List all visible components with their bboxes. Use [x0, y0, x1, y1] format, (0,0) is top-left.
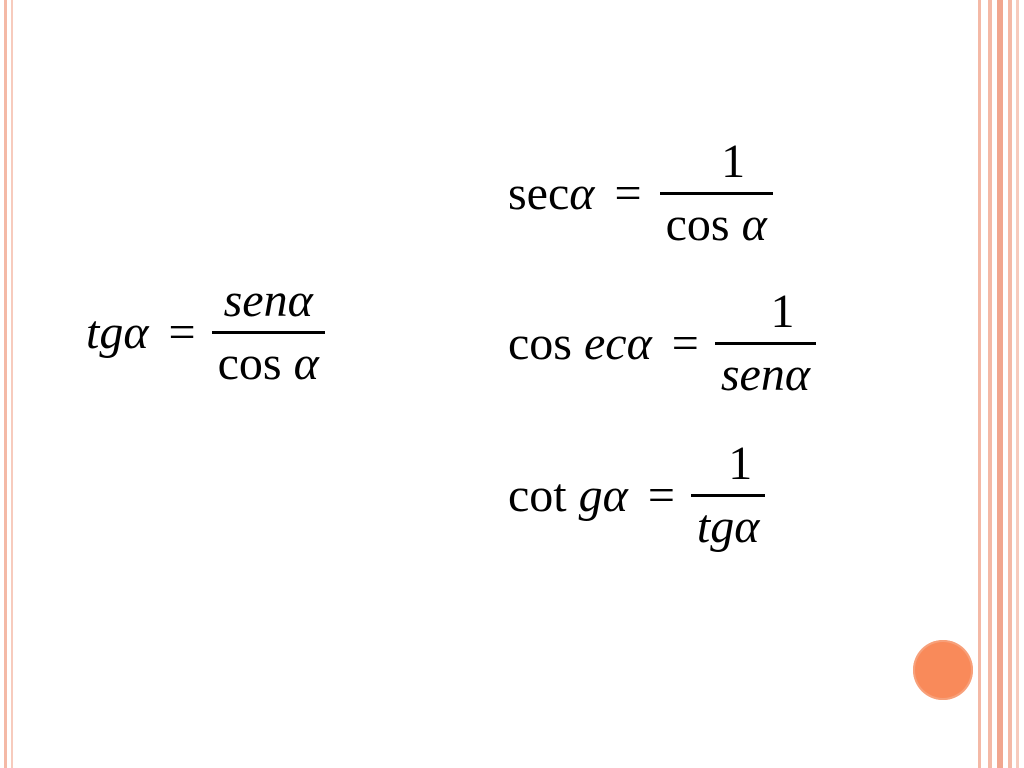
secant-denominator: cos α: [660, 195, 773, 249]
secant-formula: secα = 1 cos α: [508, 138, 773, 249]
left-border-line-inner: [11, 0, 13, 768]
cotangent-lhs: cot gα: [508, 468, 628, 522]
cotangent-fraction-bar: [690, 494, 766, 497]
tangent-fraction: senα cos α: [211, 277, 325, 388]
cotangent-numerator: 1: [728, 437, 753, 490]
cosecant-lhs-fn-a: cos: [508, 316, 572, 370]
secant-den-var: α: [741, 198, 767, 251]
cotangent-den-var: α: [734, 500, 760, 553]
cotangent-equals: =: [647, 468, 675, 522]
secant-den-fn: cos: [665, 198, 730, 251]
cotangent-denominator: tgα: [691, 497, 766, 551]
cosecant-formula: cos ecα = 1 senα: [508, 285, 817, 399]
tangent-numerator: senα: [218, 277, 319, 331]
secant-fraction-bar: [659, 192, 773, 195]
cotangent-formula: cot gα = 1 tgα: [508, 437, 766, 551]
secant-numerator: 1: [721, 135, 746, 188]
tangent-equals: =: [168, 305, 196, 359]
tangent-fraction-bar: [211, 331, 325, 334]
secant-lhs: secα: [508, 166, 595, 220]
tangent-den-var: α: [293, 337, 319, 390]
cosecant-lhs-var: α: [626, 316, 652, 370]
right-border-line-2: [988, 0, 992, 768]
cosecant-fraction-bar: [714, 342, 817, 345]
tangent-lhs: tgα: [86, 305, 149, 359]
cosecant-equals: =: [671, 316, 699, 370]
cotangent-lhs-fn-b: g: [578, 468, 603, 522]
secant-lhs-fn: sec: [508, 166, 570, 220]
tangent-num-fn: sen: [223, 274, 288, 327]
tangent-num-var: α: [287, 274, 313, 327]
secant-equals: =: [614, 166, 642, 220]
secant-lhs-var: α: [569, 166, 595, 220]
secant-fraction: 1 cos α: [659, 135, 773, 249]
tangent-den-fn: cos: [217, 337, 282, 390]
cosecant-fraction: 1 senα: [714, 285, 817, 399]
cotangent-lhs-fn-a: cot: [508, 468, 567, 522]
cosecant-lhs: cos ecα: [508, 316, 652, 370]
cotangent-fraction: 1 tgα: [690, 437, 766, 551]
cosecant-denominator: senα: [715, 345, 816, 399]
tangent-denominator: cos α: [212, 334, 325, 388]
tangent-lhs-var: α: [123, 305, 149, 359]
right-border-line-3: [997, 0, 1003, 768]
cosecant-lhs-fn-b: ec: [583, 316, 627, 370]
decorative-dot-icon: [913, 640, 973, 700]
tangent-lhs-fn: tg: [86, 305, 124, 359]
right-border-line-4: [1008, 0, 1012, 768]
left-border-line: [4, 0, 7, 768]
tangent-formula: tgα = senα cos α: [86, 277, 325, 388]
cosecant-den-var: α: [784, 348, 811, 401]
right-border-line-5: [1016, 0, 1019, 768]
right-border-line-1: [978, 0, 981, 768]
cosecant-den-fn: sen: [720, 348, 785, 401]
cosecant-numerator: 1: [770, 285, 795, 338]
cotangent-den-fn: tg: [696, 500, 735, 553]
cotangent-lhs-var: α: [602, 468, 628, 522]
